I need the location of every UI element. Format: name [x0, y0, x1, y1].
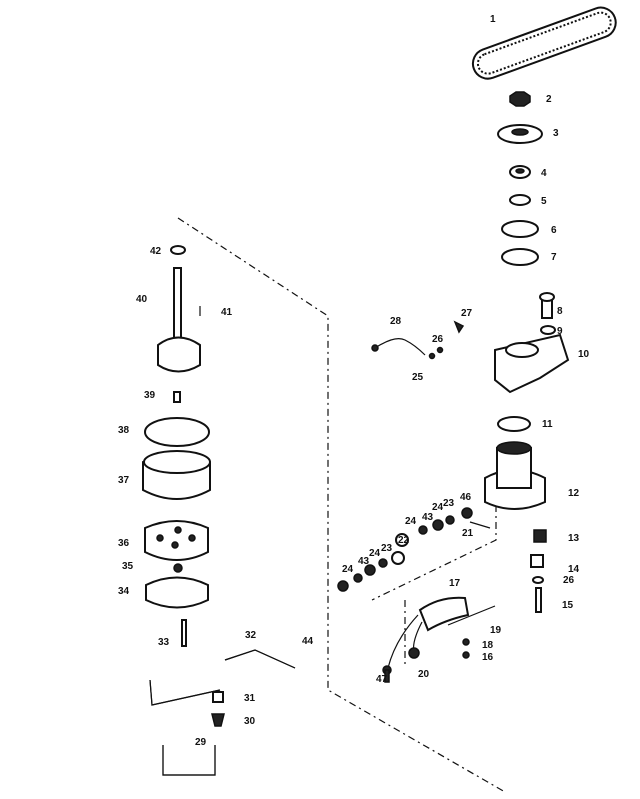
- part-callout-number: 9: [557, 326, 563, 337]
- part-callout-number: 24: [342, 564, 354, 575]
- part-callout-number: 15: [562, 600, 574, 611]
- part-callout-number: 10: [578, 349, 590, 360]
- bushing-row: [337, 507, 491, 592]
- flywheel-stack: [142, 245, 211, 647]
- part-callout-number: 40: [136, 294, 148, 305]
- switch-box-assembly: [382, 596, 496, 683]
- part-callout-number: 30: [244, 716, 256, 727]
- part-callout-number: 38: [118, 425, 130, 436]
- part-callout-number: 25: [412, 372, 424, 383]
- part-callout-number: 44: [302, 636, 314, 647]
- part-callout-number: 26: [432, 334, 444, 345]
- part-callout-number: 34: [118, 586, 130, 597]
- part-callout-number: 36: [118, 538, 130, 549]
- part-callout-number: 24: [405, 516, 417, 527]
- part-callout-number: 47: [376, 674, 388, 685]
- part-callout-number: 26: [563, 575, 575, 586]
- part-callout-number: 17: [449, 578, 461, 589]
- part-callout-number: 35: [122, 561, 134, 572]
- part-callout-number: 7: [551, 252, 557, 263]
- part-callout-number: 5: [541, 196, 547, 207]
- part-callout-number: 31: [244, 693, 256, 704]
- part-callout-number: 16: [482, 652, 494, 663]
- part-callout-number: 24: [432, 502, 444, 513]
- part-callout-number: 41: [221, 307, 233, 318]
- part-callout-number: 19: [490, 625, 502, 636]
- part-callout-number: 1: [490, 14, 496, 25]
- part-callout-number: 24: [369, 548, 381, 559]
- part-callout-number: 23: [443, 498, 455, 509]
- part-callout-number: 29: [195, 737, 207, 748]
- hose-assembly: [149, 649, 296, 776]
- part-callout-number: 14: [568, 564, 580, 575]
- part-callout-number: 32: [245, 630, 257, 641]
- part-callout-number: 23: [381, 543, 393, 554]
- part-callout-number: 42: [150, 246, 162, 257]
- lead-assembly: [371, 320, 465, 360]
- pulley-stack: [484, 91, 570, 613]
- drive-belt: [471, 6, 617, 80]
- part-callout-number: 2: [546, 94, 552, 105]
- part-callout-number: 43: [358, 556, 370, 567]
- part-callout-number: 46: [460, 492, 472, 503]
- part-callout-number: 21: [462, 528, 474, 539]
- part-callout-number: 20: [418, 669, 430, 680]
- part-callout-number: 6: [551, 225, 557, 236]
- part-callout-number: 18: [482, 640, 494, 651]
- part-callout-number: 28: [390, 316, 402, 327]
- part-callout-number: 33: [158, 637, 170, 648]
- part-callout-number: 13: [568, 533, 580, 544]
- part-callout-number: 27: [461, 308, 473, 319]
- part-callout-number: 4: [541, 168, 547, 179]
- part-callout-number: 43: [422, 512, 434, 523]
- part-callout-number: 12: [568, 488, 580, 499]
- part-callout-number: 22: [398, 535, 410, 546]
- part-callout-number: 11: [542, 419, 553, 430]
- part-callout-number: 8: [557, 306, 563, 317]
- callout-labels: 1234567891011121314151617181920212223232…: [118, 14, 590, 748]
- part-callout-number: 37: [118, 475, 130, 486]
- part-callout-number: 3: [553, 128, 559, 139]
- assembly-guide-lines: [177, 217, 506, 793]
- part-callout-number: 39: [144, 390, 156, 401]
